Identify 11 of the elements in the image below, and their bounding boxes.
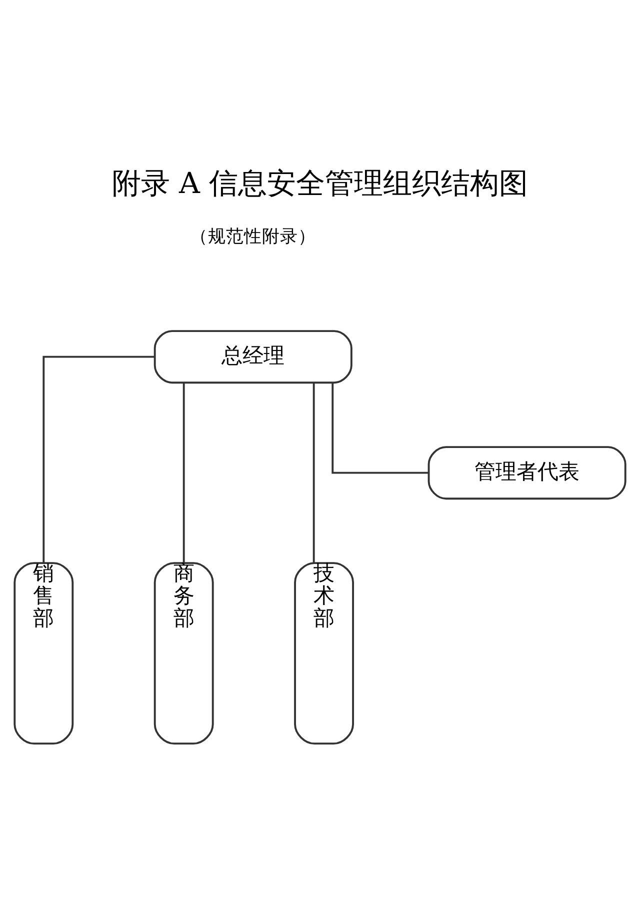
label: （规范性附录） bbox=[190, 226, 316, 247]
node-box: 商务部 bbox=[154, 562, 214, 744]
connector bbox=[332, 382, 429, 474]
diagram-title: 附录 A 信息安全管理组织结构图 bbox=[112, 166, 528, 200]
node-box: 销售部 bbox=[14, 562, 74, 744]
node-box: 管理者代表 bbox=[428, 446, 626, 500]
connector bbox=[312, 382, 315, 562]
node-box: 技术部 bbox=[294, 562, 354, 744]
node-box: 总经理 bbox=[154, 330, 352, 384]
connector bbox=[42, 355, 155, 562]
connector bbox=[182, 382, 185, 562]
